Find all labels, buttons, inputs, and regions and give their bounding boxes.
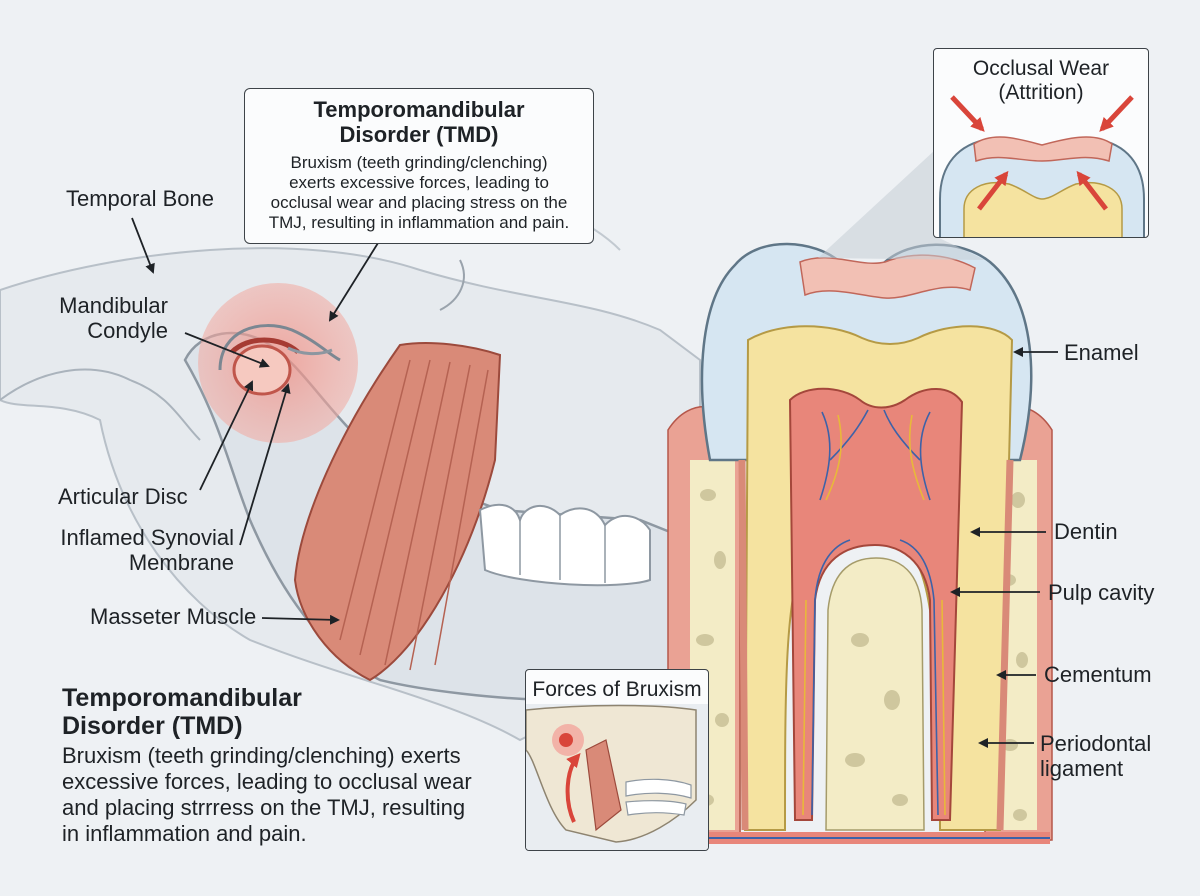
callout-body: Bruxism (teeth grinding/clenching) exert…: [245, 153, 593, 233]
callout-body-line1: Bruxism (teeth grinding/clenching): [290, 153, 548, 172]
label-articular-disc: Articular Disc: [58, 484, 188, 509]
label-masseter-muscle: Masseter Muscle: [90, 604, 257, 629]
label-periodontal-ligament: Periodontal ligament: [1040, 731, 1151, 781]
summary-title: Temporomandibular Disorder (TMD): [62, 684, 302, 740]
masseter-muscle: [293, 342, 502, 682]
tmd-callout: Temporomandibular Disorder (TMD) Bruxism…: [244, 88, 594, 244]
forces-of-bruxism-illustration: [526, 704, 708, 850]
summary-body-line3: and placing strrress on the TMJ, resulti…: [62, 795, 466, 820]
callout-title-line2: Disorder (TMD): [339, 122, 499, 147]
forces-of-bruxism-inset: Forces of Bruxism: [525, 669, 709, 851]
summary-title-line1: Temporomandibular: [62, 684, 302, 712]
summary-body-line1: Bruxism (teeth grinding/clenching) exert…: [62, 743, 461, 768]
label-pulp-cavity: Pulp cavity: [1048, 580, 1155, 605]
occlusal-wear-title-line1: Occlusal Wear: [972, 57, 1110, 80]
callout-body-line2: exerts excessive forces, leading to: [289, 173, 549, 192]
label-enamel: Enamel: [1064, 340, 1139, 365]
callout-body-line4: TMJ, resulting in inflammation and pain.: [268, 213, 570, 232]
label-synovial-membrane: Inflamed Synovial Membrane: [40, 525, 234, 575]
label-periodontal-line1: Periodontal: [1040, 731, 1152, 756]
label-cementum: Cementum: [1044, 662, 1152, 687]
label-mandibular-condyle: Mandibular Condyle: [40, 293, 168, 343]
tooth: [680, 242, 1050, 844]
label-mandibular-condyle-line2: Condyle: [87, 318, 168, 343]
zoom-wedge: [818, 150, 985, 260]
occlusal-wear-inset: Occlusal Wear (Attrition): [933, 48, 1149, 238]
summary-body: Bruxism (teeth grinding/clenching) exert…: [62, 743, 492, 847]
occlusal-wear-title-line2: (Attrition): [998, 81, 1084, 104]
forces-of-bruxism-title: Forces of Bruxism: [532, 678, 702, 701]
callout-title-line1: Temporomandibular: [313, 97, 525, 122]
label-dentin: Dentin: [1054, 519, 1118, 544]
summary-title-line2: Disorder (TMD): [62, 712, 243, 740]
summary-body-line2: excessive forces, leading to occlusal we…: [62, 769, 472, 794]
summary-body-line4: in inflammation and pain.: [62, 821, 307, 846]
callout-body-line3: occlusal wear and placing stress on the: [270, 193, 568, 212]
label-temporal-bone: Temporal Bone: [66, 186, 214, 211]
label-synovial-line2: Membrane: [128, 550, 234, 575]
molar-row: [478, 503, 651, 587]
label-periodontal-line2: ligament: [1040, 756, 1124, 781]
label-synovial-line1: Inflamed Synovial: [60, 525, 234, 550]
occlusal-wear-illustration: [939, 95, 1145, 237]
leader-lines: [131, 217, 1058, 748]
label-mandibular-condyle-line1: Mandibular: [59, 293, 168, 318]
